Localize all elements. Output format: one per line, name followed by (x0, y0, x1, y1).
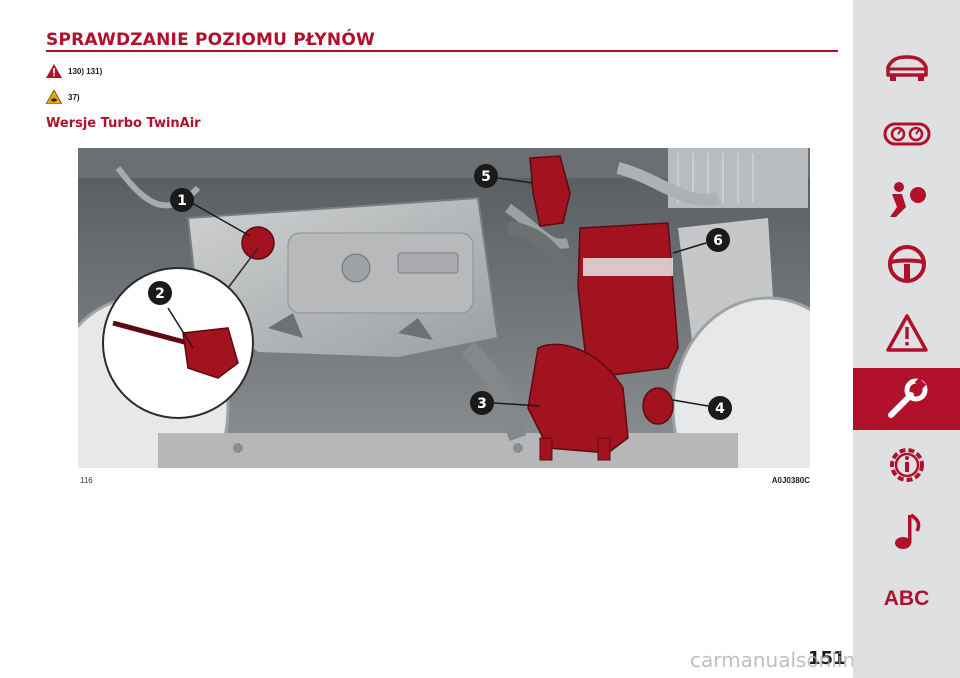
nav-warnings[interactable] (853, 302, 960, 364)
section-title: Wersje Turbo TwinAir (46, 116, 201, 131)
warning-row: 130) 131) (46, 64, 102, 78)
callout-6: 6 (672, 228, 730, 254)
nav-maintenance[interactable] (853, 368, 960, 430)
caution-refs[interactable]: 37) (68, 92, 80, 102)
figure-code: A0J0380C (771, 476, 810, 485)
music-note-icon (894, 513, 920, 549)
nav-index[interactable]: ABC (853, 568, 960, 630)
callout-4: 4 (672, 396, 732, 420)
engine-bay-figure: 1 2 3 4 5 6 (78, 148, 810, 468)
page-title: SPRAWDZANIE POZIOMU PŁYNÓW (46, 30, 375, 50)
wrench-icon (887, 377, 927, 418)
nav-car[interactable] (853, 38, 960, 100)
callout-5: 5 (474, 164, 534, 188)
warning-refs[interactable]: 130) 131) (68, 66, 103, 76)
dashboard-gauges-icon (883, 122, 930, 146)
car-icon (885, 55, 928, 81)
callout-1-label: 1 (177, 193, 187, 209)
danger-triangle-icon (46, 64, 62, 78)
steering-wheel-icon (887, 245, 926, 283)
engine-bay-illustration: 1 2 3 4 5 6 (78, 148, 810, 468)
callout-1: 1 (170, 188, 251, 237)
index-abc-label: ABC (883, 587, 930, 610)
callout-3-label: 3 (477, 396, 487, 412)
callout-4-label: 4 (715, 401, 725, 417)
chapter-sidebar: ABC (853, 0, 960, 678)
callout-3: 3 (470, 391, 541, 415)
callout-6-label: 6 (713, 233, 723, 249)
warning-triangle-icon (885, 314, 928, 352)
callout-2: 2 (148, 281, 194, 349)
callout-5-label: 5 (481, 169, 491, 185)
nav-technical-data[interactable] (853, 434, 960, 496)
figure-number: 116 (80, 476, 93, 485)
airbag-passenger-icon (889, 182, 926, 217)
page-number: 151 (808, 648, 846, 669)
nav-dashboard[interactable] (853, 103, 960, 165)
nav-safety[interactable] (853, 168, 960, 230)
caution-row: 37) (46, 90, 80, 104)
callout-2-label: 2 (155, 286, 165, 302)
title-divider (46, 50, 838, 52)
nav-multimedia[interactable] (853, 500, 960, 562)
info-gear-icon (889, 448, 924, 482)
nav-driving[interactable] (853, 233, 960, 295)
caution-triangle-icon (46, 90, 62, 104)
